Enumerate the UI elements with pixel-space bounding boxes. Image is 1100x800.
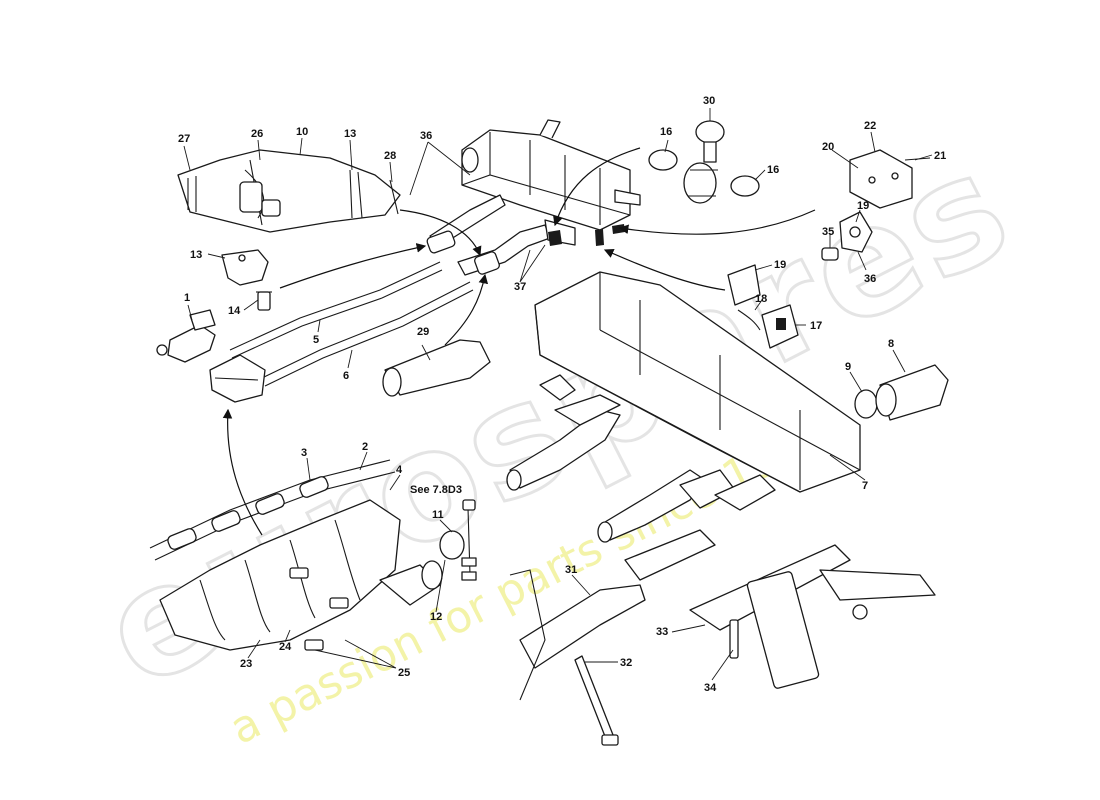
callout-37: 37 <box>514 281 526 293</box>
callout-9: 9 <box>845 361 851 373</box>
leader-lines <box>183 108 933 681</box>
callout-30: 31 <box>565 564 577 576</box>
callout-16-b: 16 <box>767 164 779 176</box>
assembly-arrows <box>222 147 816 536</box>
callout-24: 24 <box>279 641 292 653</box>
callout-13: 13 <box>190 249 202 261</box>
callout-25: 25 <box>398 667 410 679</box>
front-pipe-section <box>177 149 401 233</box>
callout-8: 8 <box>888 338 894 350</box>
clamp-and-sleeve <box>854 364 949 421</box>
callout-17: 17 <box>810 320 822 332</box>
mounting-bracket-13 <box>221 249 272 311</box>
front-flange-assembly <box>156 309 266 403</box>
callout-34: 35 <box>822 226 834 238</box>
callout-20: 20 <box>822 141 834 153</box>
callout-33: 34 <box>704 682 717 694</box>
callout-15: 13 <box>344 128 356 140</box>
callout-11: 11 <box>432 509 444 521</box>
callout-1: 1 <box>184 292 190 304</box>
tail-pipe-28 <box>382 339 491 397</box>
centre-pipes <box>426 194 625 276</box>
callout-27: 27 <box>178 133 190 145</box>
callout-3: 3 <box>301 447 307 459</box>
callout-28: 29 <box>417 326 429 338</box>
callout-26: 26 <box>251 128 263 140</box>
callout-32: 33 <box>656 626 668 638</box>
callout-10: 10 <box>296 126 308 138</box>
callout-18: 18 <box>755 293 767 305</box>
hanger-brackets <box>821 149 931 261</box>
callout-22: 22 <box>864 120 876 132</box>
callout-31: 32 <box>620 657 632 669</box>
callout-4: 4 <box>396 464 403 476</box>
rear-silencer <box>506 271 861 543</box>
callout-19-b: 19 <box>774 259 786 271</box>
parts <box>149 119 949 746</box>
callout-6: 6 <box>343 370 349 382</box>
callout-2: 2 <box>362 441 368 453</box>
callout-29: 30 <box>703 95 715 107</box>
reference-note: See 7.8D3 <box>410 484 462 496</box>
callout-16: 16 <box>660 126 672 138</box>
callout-12: 12 <box>430 611 442 623</box>
twin-downpipes <box>229 261 474 387</box>
callout-27-b: 28 <box>384 150 396 162</box>
callout-14: 14 <box>228 305 241 317</box>
callout-7: 7 <box>862 480 868 492</box>
stud-and-gasket <box>439 499 477 581</box>
callout-21: 21 <box>934 150 946 162</box>
callout-labels: 27 26 10 13 28 36 13 14 1 5 6 29 37 16 3… <box>178 95 946 694</box>
exhaust-manifold <box>149 459 443 651</box>
callout-23: 23 <box>240 658 252 670</box>
rubber-hangers <box>727 264 799 349</box>
valve-and-clamps <box>648 120 760 204</box>
callout-19: 19 <box>857 200 869 212</box>
callout-5: 5 <box>313 334 319 346</box>
callout-35: 36 <box>864 273 876 285</box>
intermediate-silencer <box>461 119 641 231</box>
callout-36: 36 <box>420 130 432 142</box>
lower-mounting-brackets <box>509 529 936 746</box>
